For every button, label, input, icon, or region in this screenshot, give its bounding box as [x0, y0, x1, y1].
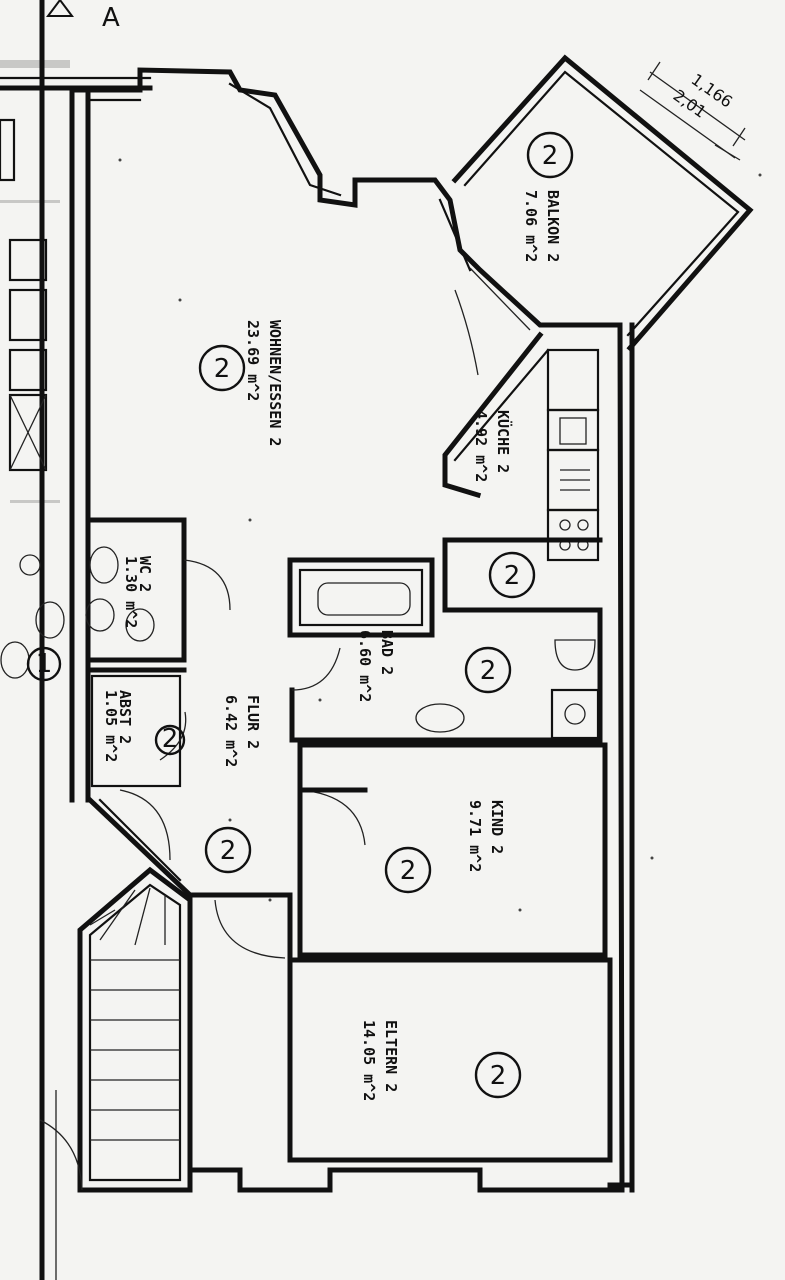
flur-unit: 2: [220, 836, 237, 866]
wohnen-unit-marker: 2: [198, 344, 246, 392]
kueche-area: 4.92 m^2: [472, 410, 490, 482]
abst-left-unit-marker: 2: [154, 724, 186, 756]
wohnen-area: 23.69 m^2: [244, 320, 262, 401]
wohnen-unit: 2: [214, 354, 231, 384]
kueche-room: [442, 331, 603, 613]
section-marker: A: [46, 0, 120, 33]
flur-label-group: FLUR 2 6.42 m^2: [222, 695, 262, 767]
neighbor-unit: 1: [36, 649, 53, 679]
balkon-unit-marker: 2: [526, 131, 574, 179]
kueche-unit: 2: [504, 561, 521, 591]
kind-unit-marker: 2: [384, 846, 432, 894]
eltern-room: [187, 892, 613, 1163]
kind-area: 9.71 m^2: [466, 800, 484, 872]
wc-left-area: 1.30 m^2: [122, 556, 140, 628]
eltern-unit: 2: [490, 1061, 507, 1091]
kind-label: KIND 2: [488, 800, 506, 854]
eltern-label-group: ELTERN 2 14.05 m^2: [360, 1020, 400, 1101]
bad-label-group: BAD 2 6.60 m^2: [356, 630, 396, 702]
eltern-label: ELTERN 2: [382, 1020, 400, 1092]
eltern-area: 14.05 m^2: [360, 1020, 378, 1101]
flur-area: 6.42 m^2: [222, 695, 240, 767]
bad-room: [287, 557, 603, 743]
stairwell: [39, 866, 193, 1193]
section-marker-letter: A: [102, 3, 120, 33]
kueche-label: KÜCHE 2: [494, 410, 513, 473]
wohnen-label: WOHNEN/ESSEN 2: [266, 320, 284, 446]
scan-noise: [0, 60, 762, 1162]
wohnen-label-group: WOHNEN/ESSEN 2 23.69 m^2: [244, 320, 284, 446]
wc-left-label-group: WC 2 1.30 m^2: [122, 556, 154, 628]
kind-unit: 2: [400, 856, 417, 886]
flur-label: FLUR 2: [244, 695, 262, 749]
balkon-label-group: BALKON 2 7.06 m^2: [522, 190, 562, 262]
kind-label-group: KIND 2 9.71 m^2: [466, 800, 506, 872]
neighbor-unit-marker: 1: [26, 646, 62, 682]
kind-room: [297, 742, 608, 958]
abst-left-label-group: ABST 2 1.05 m^2: [102, 690, 134, 762]
bad-unit: 2: [480, 656, 497, 686]
kueche-label-group: KÜCHE 2 4.92 m^2: [472, 410, 513, 482]
abst-left-unit: 2: [162, 724, 179, 754]
balkon-outline: [451, 54, 754, 376]
eltern-unit-marker: 2: [474, 1051, 522, 1099]
balkon-label: BALKON 2: [544, 190, 562, 262]
flur-door: [86, 789, 194, 899]
balkon-unit: 2: [542, 141, 559, 171]
left-walls: [0, 0, 153, 1280]
bad-label: BAD 2: [378, 630, 396, 675]
wc-block: [85, 517, 231, 788]
bad-unit-marker: 2: [464, 646, 512, 694]
bad-area: 6.60 m^2: [356, 630, 374, 702]
kueche-unit-marker: 2: [488, 551, 536, 599]
abst-left-area: 1.05 m^2: [102, 690, 120, 762]
balkon-area: 7.06 m^2: [522, 190, 540, 262]
apartment-walls: [69, 67, 635, 1193]
wc-left-label: WC 2: [136, 556, 154, 592]
abst-left-label: ABST 2: [116, 690, 134, 744]
flur-unit-marker: 2: [204, 826, 252, 874]
